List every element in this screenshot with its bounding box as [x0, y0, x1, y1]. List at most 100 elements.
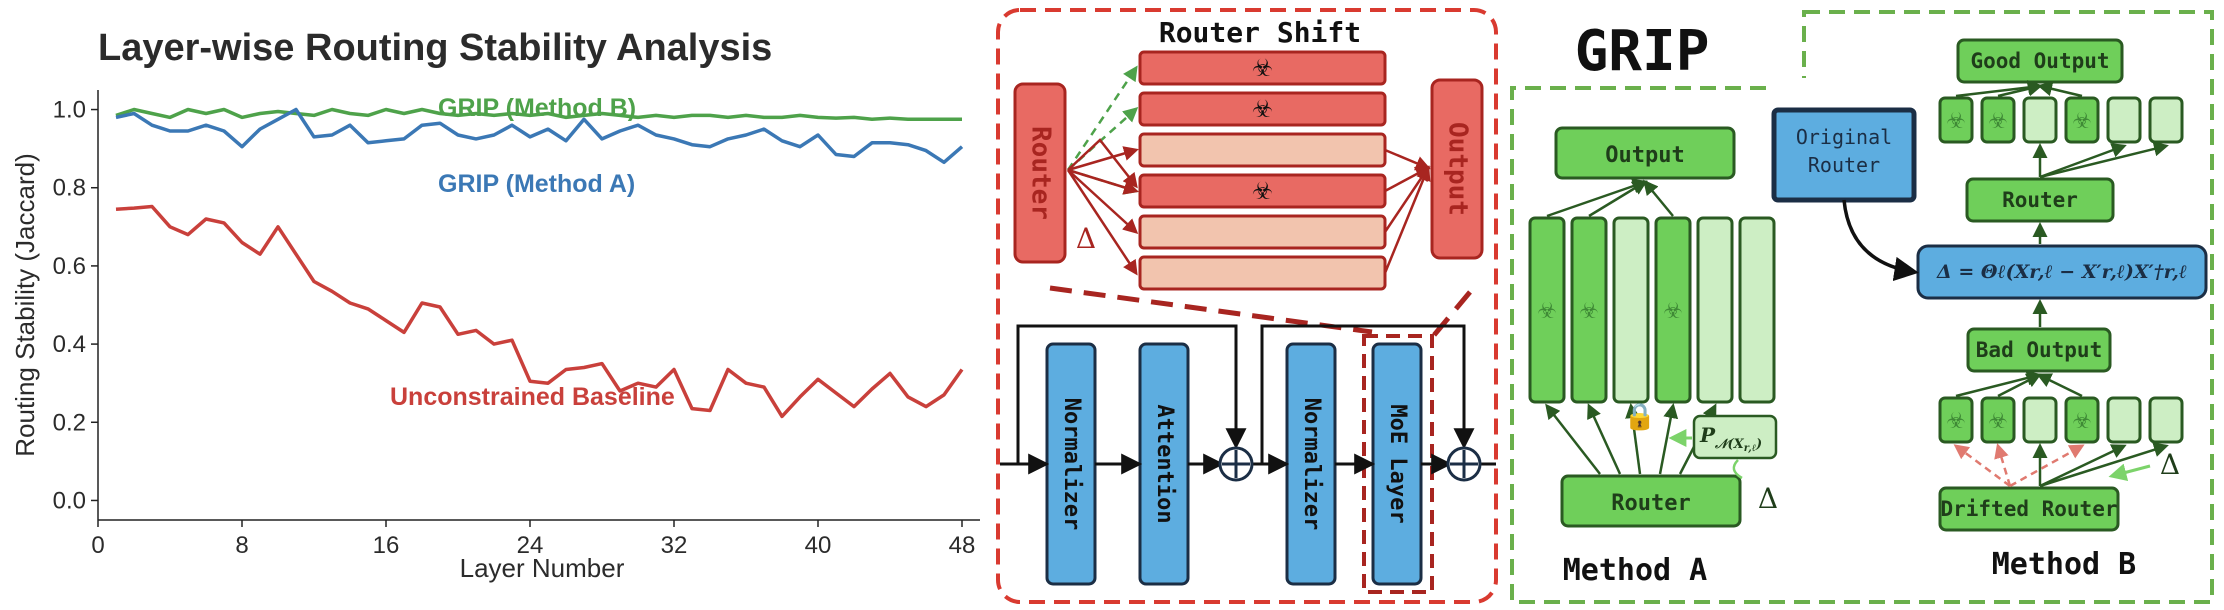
router-shift-frame: [996, 8, 1498, 604]
shift-output-box: [1430, 78, 1484, 260]
biohazard-icon: ☣: [1946, 408, 1966, 433]
original-router-label-2: Router: [1808, 153, 1880, 177]
expert-box: [2064, 96, 2100, 144]
expert-box: [2022, 96, 2058, 144]
method-b-bottom-experts: ☣ ☣ ☣: [1938, 396, 2184, 444]
shift-router-box: [1013, 82, 1067, 264]
drifted-router-box: [1938, 486, 2120, 532]
biohazard-icon: ☣: [1946, 108, 1966, 133]
expert-box: [1696, 216, 1734, 404]
method-a-label: Method A: [1563, 553, 1708, 588]
shift-arrows: [1066, 65, 1431, 276]
biohazard-icon: ☣: [1988, 408, 2008, 433]
shift-router-label: Router: [1026, 126, 1056, 220]
series-line-1: [115, 107, 964, 165]
biohazard-icon: ☣: [1537, 298, 1557, 323]
prior-label: P𝒩(Xr,ℓ): [1699, 423, 1762, 454]
expert-box: [1612, 216, 1650, 404]
shift-out-route: [1384, 148, 1431, 171]
expert-box: [1570, 216, 1608, 404]
shift-delta: Δ: [1076, 222, 1096, 255]
y-tick-label: 0.8: [53, 175, 86, 202]
normalizer-1-label: Normalizer: [1059, 398, 1084, 530]
expert-box: [2022, 396, 2058, 444]
method-b-router-label: Router: [2002, 188, 2078, 212]
shift-output-label: Output: [1443, 122, 1473, 216]
series-lines: [115, 107, 964, 419]
method-a-output-label: Output: [1605, 143, 1684, 168]
zoom-line-left: [1049, 285, 1373, 335]
biohazard-icon: ☣: [2072, 408, 2092, 433]
method-a-output-box: [1554, 126, 1736, 180]
shift-expert: [1138, 255, 1387, 291]
stability-chart: Layer-wise Routing Stability Analysis 0.…: [10, 27, 980, 583]
expert-box: [2148, 96, 2184, 144]
expert-box: [1980, 396, 2016, 444]
original-router-arrow: [1842, 199, 1919, 282]
residual-2: [1260, 324, 1475, 464]
shift-route: [1067, 169, 1139, 235]
y-tick-label: 0.0: [53, 487, 86, 514]
shift-dashed-route: [1066, 65, 1138, 171]
x-tick-label: 24: [517, 532, 544, 559]
expert-box: [2106, 96, 2142, 144]
moe-layer-label: MoE Layer: [1385, 404, 1410, 523]
method-b-router-box: [1965, 177, 2115, 223]
shift-route: [1066, 169, 1138, 276]
attention-label: Attention: [1152, 404, 1177, 523]
method-b-delta: Δ: [2160, 448, 2180, 481]
lock-icon: 🔒: [1624, 401, 1656, 431]
shift-out-route: [1383, 165, 1431, 274]
expert-box: [1528, 216, 1566, 404]
original-router-label-1: Original: [1796, 125, 1892, 149]
y-tick-label: 0.2: [53, 409, 86, 436]
bad-output-label: Bad Output: [1976, 338, 2102, 362]
shift-expert: [1138, 50, 1387, 86]
series-label-method-b: GRIP (Method B): [438, 94, 636, 122]
expert-box: [2064, 396, 2100, 444]
series-line-0: [115, 107, 962, 122]
router-shift-panel: Router Shift Router Output ☣☣☣ Δ Normali…: [996, 8, 1498, 604]
y-tick-label: 1.0: [53, 97, 86, 124]
method-a-delta: Δ: [1758, 482, 1778, 515]
y-axis-label: Routing Stability (Jaccard): [10, 153, 40, 456]
formula-text: Δ = Θℓ(Xr,ℓ − X′r,ℓ)X′†r,ℓ: [1936, 261, 2187, 283]
method-a-experts: ☣☣☣: [1528, 216, 1776, 404]
normalizer-2-label: Normalizer: [1299, 398, 1324, 530]
series-label-baseline: Unconstrained Baseline: [390, 383, 675, 411]
biohazard-icon: ☣: [2072, 108, 2092, 133]
biohazard-icon: ☣: [1252, 55, 1274, 82]
residual-1: [1016, 324, 1247, 464]
method-b-label: Method B: [1992, 547, 2137, 582]
method-b-top-experts: ☣ ☣ ☣: [1938, 96, 2184, 144]
x-tick-label: 40: [805, 532, 832, 559]
x-tick-label: 0: [91, 532, 104, 559]
x-axis-label: Layer Number: [460, 553, 625, 583]
good-output-label: Good Output: [1970, 49, 2109, 73]
chart-title: Layer-wise Routing Stability Analysis: [98, 27, 772, 69]
y-tick-label: 0.4: [53, 331, 86, 358]
shift-experts: ☣☣☣: [1138, 50, 1387, 291]
series-label-method-a: GRIP (Method A): [438, 170, 635, 198]
biohazard-icon: ☣: [1663, 298, 1683, 323]
drifted-router-label: Drifted Router: [1940, 497, 2117, 521]
series-line-2: [115, 204, 964, 419]
biohazard-icon: ☣: [1988, 108, 2008, 133]
x-tick-label: 32: [661, 532, 688, 559]
expert-box: [1980, 96, 2016, 144]
shift-route: [1067, 146, 1139, 172]
method-b-arrows: [1953, 79, 2169, 488]
expert-box: [1938, 396, 1974, 444]
expert-box: [1738, 216, 1776, 404]
grip-panel: GRIP Output ☣ ☣ ☣ Router 🔒 P𝒩(Xr,ℓ) Δ Meth…: [1510, 10, 2214, 604]
biohazard-icon: ☣: [1252, 178, 1274, 205]
shift-expert: [1138, 214, 1387, 250]
zoom-line-right: [1428, 290, 1472, 342]
x-tick-label: 16: [373, 532, 400, 559]
grip-title: GRIP: [1575, 19, 1710, 84]
x-tick-label: 8: [235, 532, 248, 559]
expert-box: [1938, 96, 1974, 144]
y-tick-label: 0.6: [53, 253, 86, 280]
